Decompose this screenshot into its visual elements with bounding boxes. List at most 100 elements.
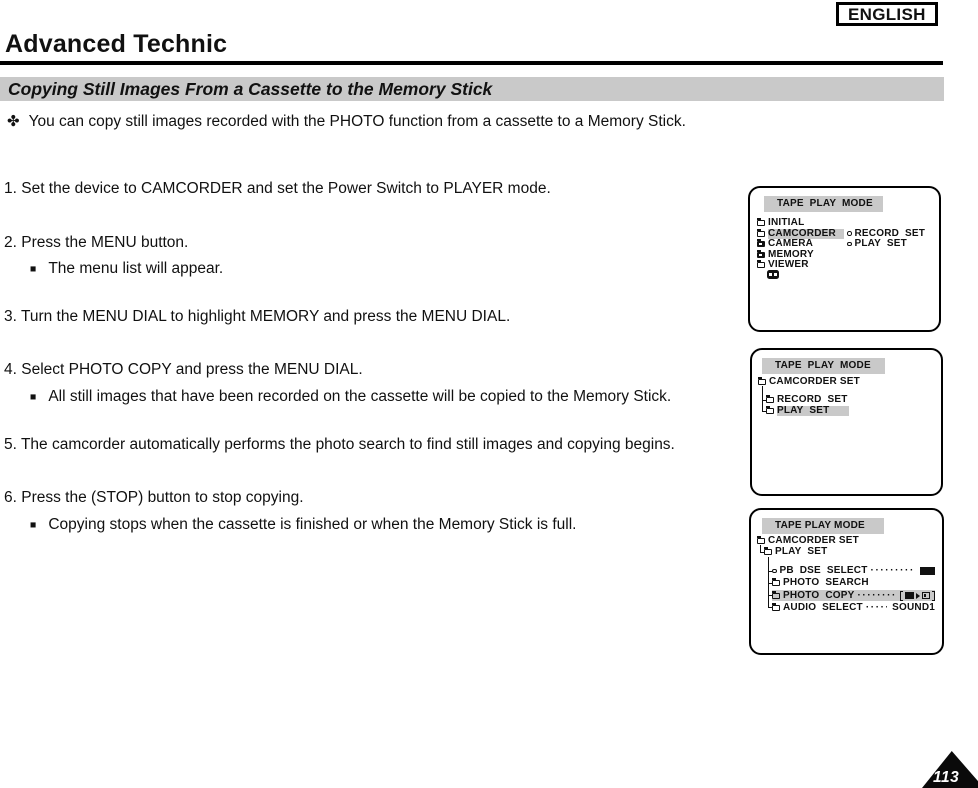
menu-item-camcorder-set: CAMCORDER SET: [756, 535, 859, 546]
black-box-icon: [920, 567, 935, 575]
menu-item-pb-dse-select: PB DSE SELECT ············: [772, 566, 935, 576]
camcorder-icon: [767, 270, 779, 279]
folder-icon: [756, 260, 765, 268]
step-6: 6. Press the (STOP) button to stop copyi…: [4, 489, 304, 506]
menu-item-photo-copy: PHOTO COPY ·········: [771, 589, 935, 601]
menu-item-camcorder: CAMCORDER: [756, 228, 844, 239]
step-2-note: ■ The menu list will appear.: [30, 260, 223, 278]
menu-item-label: CAMCORDER SET: [768, 535, 859, 546]
menu-item-label: RECORD SET: [777, 394, 848, 405]
language-badge: ENGLISH: [836, 2, 938, 26]
menu-item-label: PLAY SET: [777, 406, 850, 416]
step-1: 1. Set the device to CAMCORDER and set t…: [4, 180, 551, 197]
folder-icon: [763, 547, 772, 555]
tree-stub: [762, 410, 766, 412]
menu-item-label: INITIAL: [768, 217, 805, 228]
menu-option-label: PLAY SET: [854, 238, 907, 249]
menu-item-play-set: PLAY SET: [763, 546, 828, 557]
menu-option-record-set: RECORD SET: [847, 227, 926, 239]
clover-bullet-icon: ✤: [7, 113, 20, 130]
menu-item-memory: MEMORY: [756, 248, 814, 260]
step-3: 3. Turn the MENU DIAL to highlight MEMOR…: [4, 308, 511, 325]
menu-1-header: TAPE PLAY MODE: [764, 196, 883, 212]
square-bullet-icon: ■: [30, 391, 37, 403]
menu-item-camera: CAMERA: [756, 238, 814, 249]
menu-item-label: CAMERA: [768, 238, 814, 249]
step-5: 5. The camcorder automatically performs …: [4, 436, 675, 453]
square-bullet-icon: ■: [30, 263, 37, 275]
menu-item-record-set: RECORD SET: [765, 394, 848, 405]
step-4-note: ■ All still images that have been record…: [30, 388, 671, 406]
page-title: Advanced Technic: [5, 30, 228, 58]
step-2-note-text: The menu list will appear.: [48, 260, 224, 277]
arrow-right-icon: [916, 592, 920, 599]
menu-item-viewer: VIEWER: [756, 259, 809, 270]
menu-screen-1: TAPE PLAY MODE INITIAL CAMCORDER CAMERA …: [748, 186, 941, 332]
menu-item-label: PB DSE SELECT: [779, 565, 868, 576]
menu-item-label: VIEWER: [768, 259, 809, 270]
radio-icon: [847, 241, 852, 247]
folder-icon: [757, 377, 766, 385]
title-divider: [0, 61, 943, 65]
tape-icon: [905, 592, 914, 599]
menu-screen-3: TAPE PLAY MODE CAMCORDER SET PLAY SET PB…: [749, 508, 944, 655]
step-6-note: ■ Copying stops when the cassette is fin…: [30, 516, 576, 534]
tree-stub: [768, 583, 772, 585]
section-title-bar: Copying Still Images From a Cassette to …: [0, 77, 944, 101]
menu-item-audio-select: AUDIO SELECT ······· SOUND1: [771, 601, 935, 613]
tape-to-memory-stick-icon: [900, 590, 935, 601]
menu-2-header: TAPE PLAY MODE: [762, 358, 885, 374]
tree-line: [768, 557, 770, 607]
folder-icon: [771, 578, 780, 586]
square-bullet-icon: ■: [30, 519, 37, 531]
tree-stub: [760, 551, 764, 553]
tree-stub: [768, 606, 772, 608]
menu-item-label: PHOTO COPY: [783, 589, 855, 601]
menu-item-label: CAMCORDER: [768, 228, 844, 239]
menu-item-label: PHOTO SEARCH: [783, 577, 869, 588]
menu-item-camcorder-set: CAMCORDER SET: [757, 376, 860, 387]
menu-item-label: MEMORY: [768, 248, 814, 260]
radio-icon: [847, 231, 852, 236]
menu-item-play-set: PLAY SET: [765, 406, 850, 416]
folder-icon: [756, 218, 765, 226]
page-number-triangle: 113: [922, 751, 978, 788]
folder-icon: [756, 228, 765, 237]
menu-item-photo-search: PHOTO SEARCH: [771, 577, 935, 588]
step-6-note-text: Copying stops when the cassette is finis…: [48, 516, 577, 533]
folder-icon: [765, 406, 774, 414]
radio-icon: [772, 568, 777, 574]
memory-stick-icon: [922, 592, 930, 599]
folder-icon: [771, 602, 780, 611]
menu-screen-2: TAPE PLAY MODE CAMCORDER SET RECORD SET …: [750, 348, 943, 496]
folder-icon: [771, 590, 780, 599]
bracket-right-icon: [932, 590, 935, 601]
menu-item-label: PLAY SET: [775, 546, 828, 557]
dot-leader: ·········: [857, 590, 895, 601]
dot-leader: ············: [870, 566, 915, 576]
menu-3-header: TAPE PLAY MODE: [762, 518, 884, 534]
menu-option-play-set: PLAY SET: [847, 239, 907, 249]
intro-line: ✤ You can copy still images recorded wit…: [7, 112, 686, 131]
intro-text: You can copy still images recorded with …: [28, 113, 686, 130]
dot-leader: ·······: [865, 602, 887, 613]
menu-option-label: RECORD SET: [854, 227, 926, 239]
folder-filled-icon: [756, 239, 765, 247]
menu-item-initial: INITIAL: [756, 217, 805, 228]
tree-line: [760, 545, 762, 552]
menu-item-label: CAMCORDER SET: [769, 376, 860, 387]
folder-icon: [765, 395, 774, 403]
step-4: 4. Select PHOTO COPY and press the MENU …: [4, 361, 363, 378]
menu-item-label: AUDIO SELECT: [783, 601, 863, 613]
menu-item-value: SOUND1: [892, 601, 935, 613]
bracket-left-icon: [900, 590, 903, 601]
folder-icon: [756, 536, 765, 544]
tree-stub: [762, 400, 766, 402]
tree-stub: [768, 571, 772, 573]
tree-line: [762, 386, 764, 411]
step-4-note-text: All still images that have been recorded…: [48, 388, 672, 405]
tree-stub: [768, 595, 772, 597]
folder-filled-icon: [756, 249, 765, 258]
step-2: 2. Press the MENU button.: [4, 234, 189, 251]
